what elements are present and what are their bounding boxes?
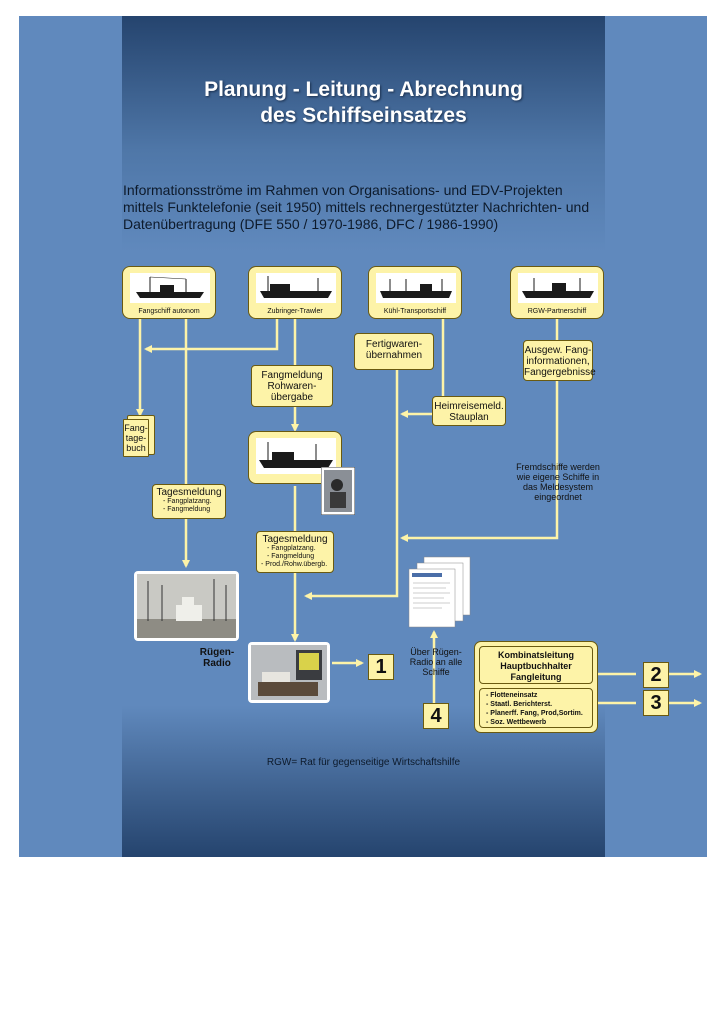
ship-card-autonom: Fangschiff autonom bbox=[122, 266, 216, 319]
fishing-ship-icon bbox=[130, 273, 210, 303]
ueber-ruegen-note: Über Rügen-Radio an alle Schiffe bbox=[409, 647, 463, 677]
tagesmeldung-box-2: Tagesmeldung - Fangplatzang. - Fangmeldu… bbox=[256, 531, 334, 573]
ship-label-rgw: RGW-Partnerschiff bbox=[527, 308, 587, 315]
kombinat-panel: Kombinatsleitung Hauptbuchhalter Fanglei… bbox=[474, 641, 598, 733]
number-1-badge: 1 bbox=[368, 654, 394, 680]
rgw-footnote: RGW= Rat für gegenseitige Wirtschaftshil… bbox=[266, 757, 461, 768]
subtitle: Informationsströme im Rahmen von Organis… bbox=[123, 182, 590, 232]
cargo-ship-icon bbox=[376, 273, 456, 303]
tagesmeldung-2-title: Tagesmeldung bbox=[262, 534, 328, 545]
trawler-ship-icon bbox=[256, 273, 336, 303]
ship-label-autonom: Fangschiff autonom bbox=[138, 308, 200, 315]
heimreise-box: Heimreisemeld. Stauplan bbox=[432, 396, 506, 426]
kombinat-task-list: - Flotteneinsatz - Staatl. Berichterst. … bbox=[479, 688, 593, 728]
ruegen-radio-station-photo bbox=[134, 571, 239, 641]
tagesmeldung-2-item: - Prod./Rohw.übergb. bbox=[261, 561, 328, 568]
ship-label-trawler: Zubringer-Trawler bbox=[267, 308, 323, 315]
ship-card-rgw: RGW-Partnerschiff bbox=[510, 266, 604, 319]
message-documents-stack bbox=[408, 556, 471, 628]
kombinat-task: - Staatl. Berichterst. bbox=[486, 701, 553, 708]
tagesmeldung-1-item: - Fangplatzang. bbox=[163, 498, 212, 505]
trawler-ship-icon bbox=[256, 438, 336, 474]
fertigwaren-box: Fertigwaren-übernahmen bbox=[354, 333, 434, 370]
tagesmeldung-box-1: Tagesmeldung - Fangplatzang. - Fangmeldu… bbox=[152, 484, 226, 519]
number-2-badge: 2 bbox=[643, 662, 669, 688]
ruegen-radio-label: Rügen-Radio bbox=[199, 647, 235, 669]
ship-card-trawler-2 bbox=[248, 431, 342, 484]
partner-ship-icon bbox=[518, 273, 598, 303]
tagesmeldung-1-title: Tagesmeldung bbox=[156, 487, 222, 498]
kombinat-line: Fangleitung bbox=[510, 672, 562, 682]
kombinat-task: - Soz. Wettbewerb bbox=[486, 719, 547, 726]
number-3-badge: 3 bbox=[643, 690, 669, 716]
computer-terminal-photo bbox=[248, 642, 330, 703]
radio-operator-photo bbox=[321, 467, 355, 515]
ship-card-trawler: Zubringer-Trawler bbox=[248, 266, 342, 319]
kombinat-task: - Flotteneinsatz bbox=[486, 692, 538, 699]
kombinat-task: - Planerff. Fang, Prod,Sortim. bbox=[486, 710, 583, 717]
tagesmeldung-1-item: - Fangmeldung bbox=[163, 506, 211, 513]
title-line-1: Planung - Leitung - Abrechnung bbox=[204, 78, 523, 101]
kombinat-header-box: Kombinatsleitung Hauptbuchhalter Fanglei… bbox=[479, 646, 593, 684]
kombinat-line: Kombinatsleitung bbox=[498, 650, 574, 660]
fangmeldung-box: Fangmeldung Rohwaren-übergabe bbox=[251, 365, 333, 407]
ship-card-kuehl: Kühl-Transportschiff bbox=[368, 266, 462, 319]
number-4-badge: 4 bbox=[423, 703, 449, 729]
fremdschiffe-note: Fremdschiffe werden wie eigene Schiffe i… bbox=[516, 462, 600, 502]
fang-info-box: Ausgew. Fang-informationen, Fangergebnis… bbox=[523, 340, 596, 381]
title-line-2: des Schiffseinsatzes bbox=[260, 104, 467, 127]
fangtagebuch-book: Fang-tage-buch bbox=[123, 419, 149, 457]
kombinat-line: Hauptbuchhalter bbox=[500, 661, 572, 671]
tagesmeldung-2-item: - Fangmeldung bbox=[267, 553, 315, 560]
ship-label-kuehl: Kühl-Transportschiff bbox=[383, 308, 447, 315]
tagesmeldung-2-item: - Fangplatzang. bbox=[267, 545, 316, 552]
